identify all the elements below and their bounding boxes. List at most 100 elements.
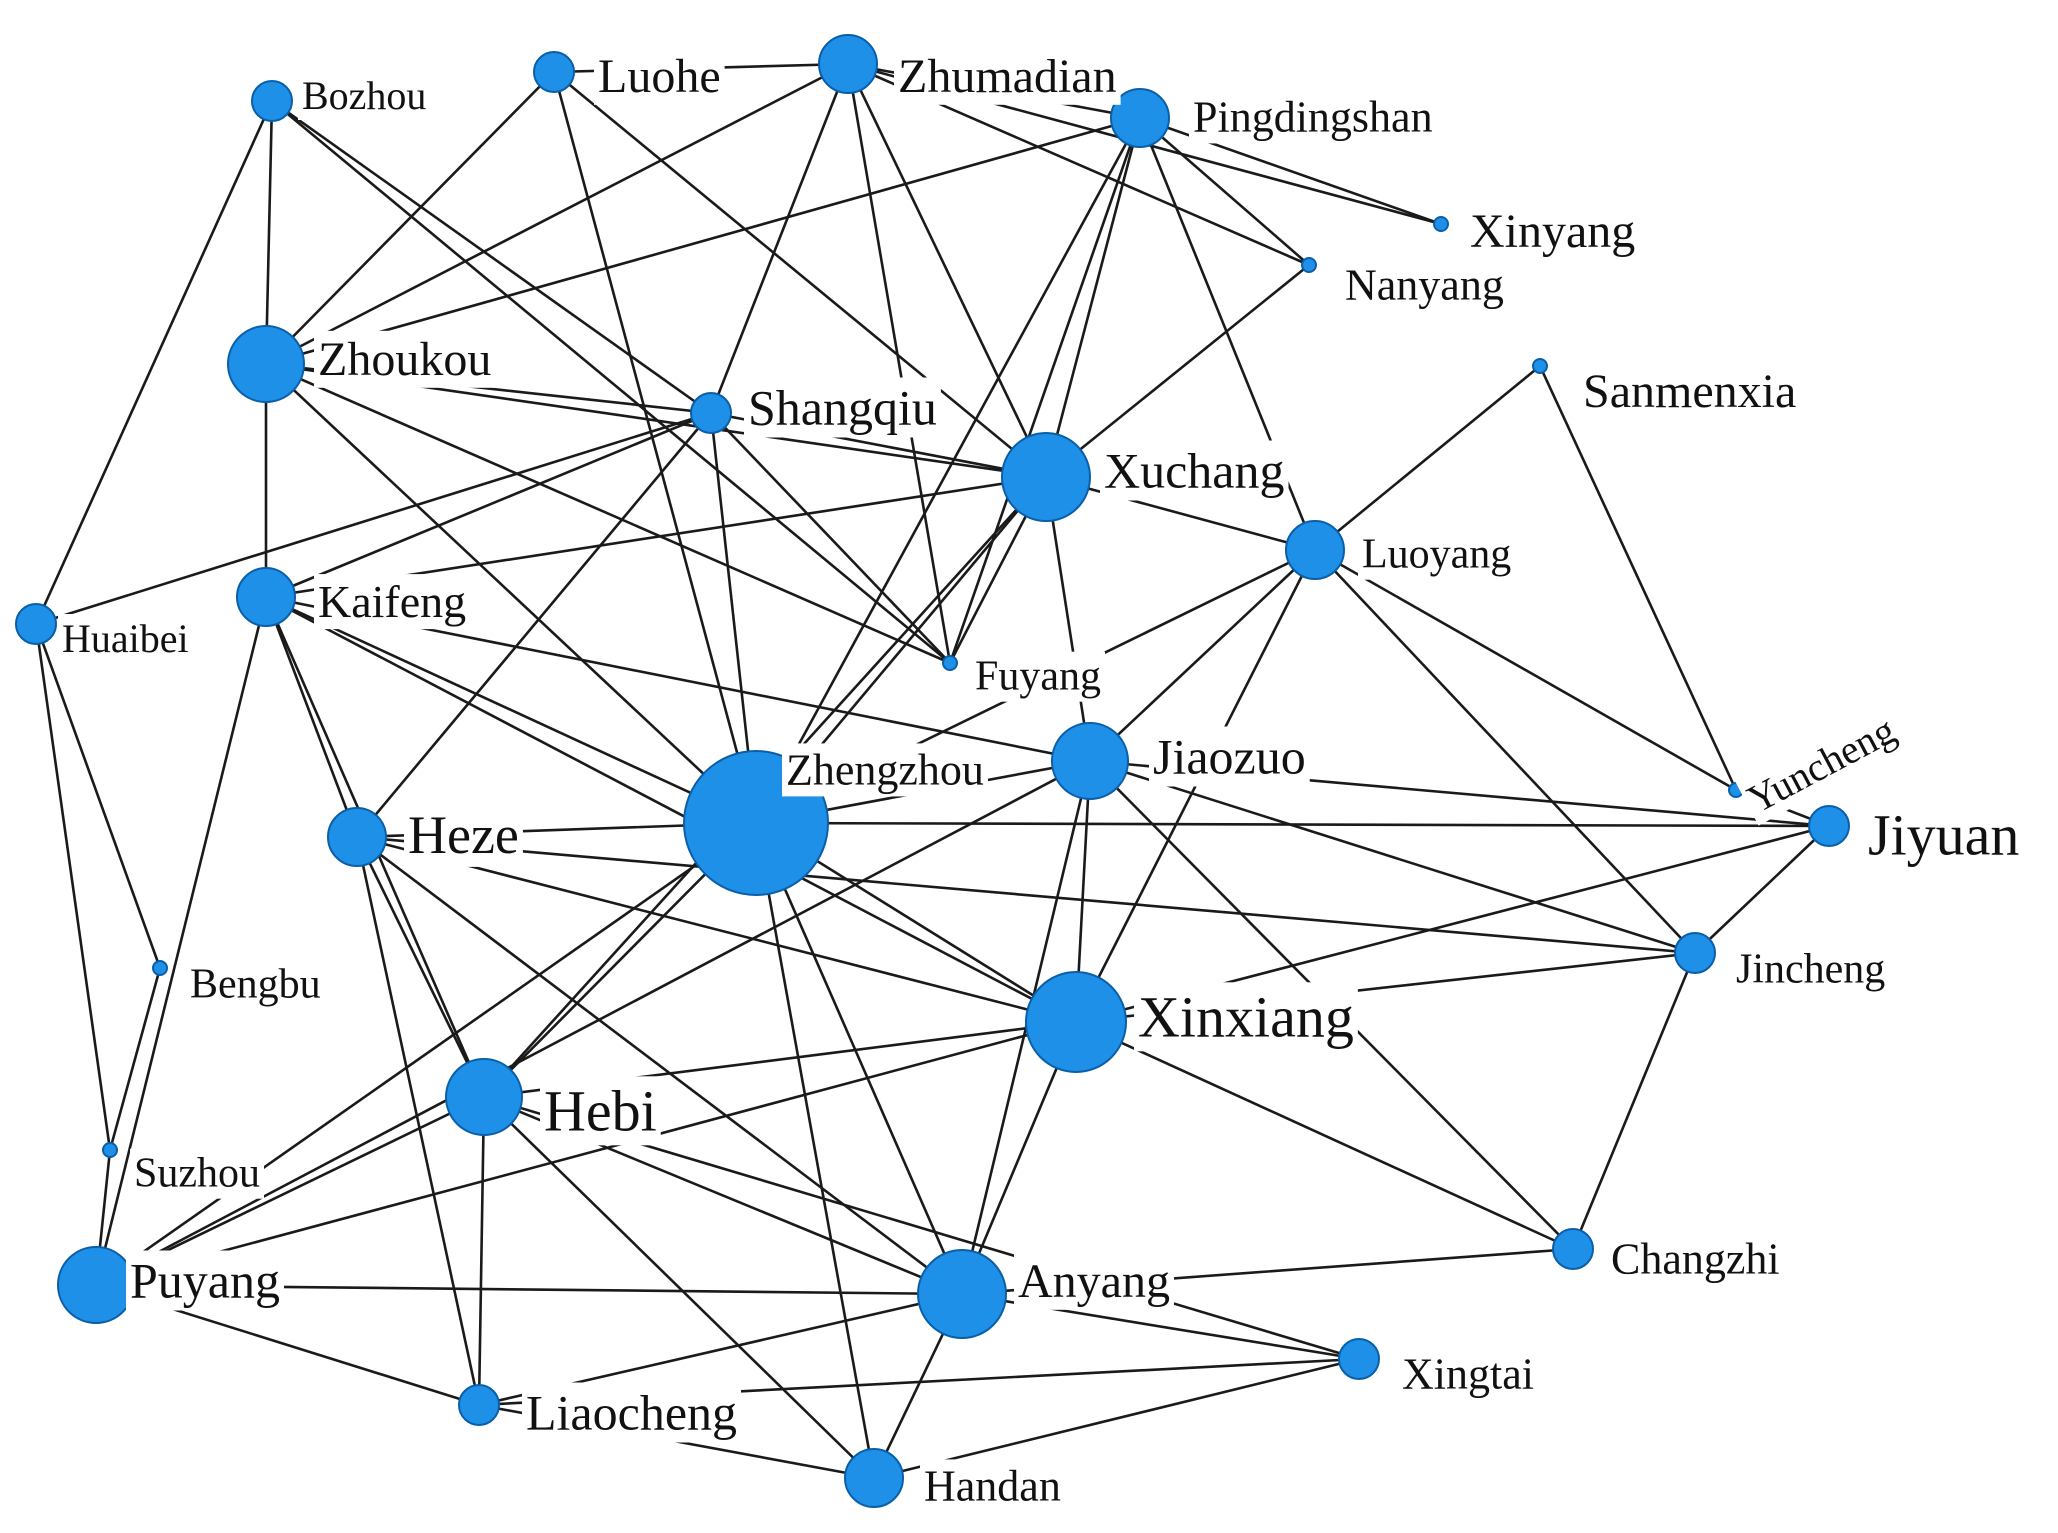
node-anyang <box>917 1249 1007 1339</box>
label-background <box>744 377 941 438</box>
label-background <box>540 1076 661 1146</box>
edge-zhoukou-zhengzhou <box>265 363 757 824</box>
label-background <box>1579 362 1801 420</box>
edge-kaifeng-heze <box>264 596 359 838</box>
node-fuyang <box>942 655 958 671</box>
node-jincheng <box>1674 932 1716 974</box>
node-nanyang <box>1301 257 1317 273</box>
node-xinyang <box>1433 216 1449 232</box>
label-heze: Heze <box>408 805 519 865</box>
edge-luohe-zhoukou <box>265 71 555 365</box>
node-xingtai <box>1338 1338 1380 1380</box>
label-background <box>1341 258 1508 312</box>
edge-shangqiu-fuyang <box>710 412 951 664</box>
label-background <box>522 1382 742 1443</box>
node-puyang <box>57 1246 135 1324</box>
node-huaibei <box>15 603 57 645</box>
edge-heze-liaocheng <box>355 836 481 1406</box>
edge-huaibei-bengbu <box>34 623 162 969</box>
label-background <box>1149 726 1310 787</box>
node-zhoukou <box>227 325 305 403</box>
label-xuchang: Xuchang <box>1104 443 1285 499</box>
edge-suzhou-bengbu <box>108 967 162 1151</box>
label-background <box>298 71 431 120</box>
label-zhumadian: Zhumadian <box>898 50 1117 103</box>
edge-xingtai-handan <box>873 1357 1360 1480</box>
edge-zhumadian-shangqiu <box>709 63 850 414</box>
label-jincheng: Jincheng <box>1736 947 1885 993</box>
label-bozhou: Bozhou <box>302 73 426 118</box>
edge-zhengzhou-handan <box>754 822 876 1479</box>
label-liaocheng: Liaocheng <box>526 1385 737 1441</box>
label-hebi: Hebi <box>544 1078 657 1143</box>
edge-hebi-handan <box>483 1096 875 1479</box>
label-nanyang: Nanyang <box>1345 260 1504 309</box>
node-bozhou <box>251 80 293 122</box>
edge-pingdingshan-fuyang <box>948 117 1142 664</box>
label-shangqiu: Shangqiu <box>748 380 937 436</box>
label-background <box>130 1148 264 1199</box>
label-xingtai: Xingtai <box>1402 1349 1534 1398</box>
node-changzhi <box>1552 1228 1594 1270</box>
edge-zhumadian-xuchang <box>846 63 1048 478</box>
label-background <box>314 330 496 388</box>
label-background <box>58 614 193 663</box>
label-handan: Handan <box>924 1461 1061 1510</box>
edge-bozhou-shangqiu <box>271 99 712 415</box>
edge-bozhou-fuyang <box>271 99 951 665</box>
edge-pingdingshan-zhoukou <box>265 116 1141 366</box>
edge-heze-jincheng <box>356 835 1696 955</box>
node-shangqiu <box>690 392 732 434</box>
label-luohe: Luohe <box>598 50 721 103</box>
label-background <box>1735 703 1907 826</box>
edge-zhumadian-zhoukou <box>265 62 849 366</box>
edge-kaifeng-zhengzhou <box>265 595 757 825</box>
node-luoyang <box>1285 520 1345 580</box>
label-background <box>1358 529 1516 580</box>
edge-xuchang-luoyang <box>1045 475 1316 552</box>
edge-xuchang-jiaozuo <box>1044 476 1092 762</box>
label-background <box>404 802 523 867</box>
node-liaocheng <box>458 1384 500 1426</box>
label-luoyang: Luoyang <box>1362 532 1511 578</box>
edge-shangqiu-kaifeng <box>265 411 712 599</box>
node-heze <box>327 807 387 867</box>
label-background <box>1398 1347 1538 1401</box>
label-background <box>1864 800 2024 870</box>
label-kaifeng: Kaifeng <box>318 576 466 627</box>
edge-sanmenxia-yuncheng <box>1538 365 1738 791</box>
edge-zhengzhou-puyang <box>95 821 757 1287</box>
edge-bozhou-zhoukou <box>264 100 274 365</box>
label-xinxiang: Xinxiang <box>1138 984 1354 1049</box>
edge-luoyang-yuncheng <box>1314 548 1737 792</box>
node-jiyuan <box>1808 805 1850 847</box>
edge-luohe-zhengzhou <box>552 71 758 824</box>
node-xuchang <box>1001 432 1091 522</box>
label-jiyuan: Jiyuan <box>1868 802 2019 867</box>
node-hebi <box>445 1058 523 1136</box>
label-changzhi: Changzhi <box>1611 1234 1780 1283</box>
node-suzhou <box>102 1142 118 1158</box>
node-kaifeng <box>236 567 296 627</box>
node-sanmenxia <box>1532 358 1548 374</box>
label-background <box>894 47 1121 105</box>
edge-shangqiu-huaibei <box>35 411 712 626</box>
label-anyang: Anyang <box>1018 1255 1170 1308</box>
edge-luoyang-jiaozuo <box>1089 549 1316 762</box>
label-background <box>1134 982 1358 1052</box>
label-background <box>1466 202 1640 260</box>
edge-heze-hebi <box>355 836 486 1098</box>
edge-heze-xinxiang <box>356 835 1077 1024</box>
node-pingdingshan <box>1110 88 1170 148</box>
label-background <box>1607 1232 1784 1286</box>
edge-pingdingshan-zhengzhou <box>754 117 1142 824</box>
edge-luoyang-jincheng <box>1314 549 1696 954</box>
edge-nanyang-xuchang <box>1045 263 1310 479</box>
label-huaibei: Huaibei <box>62 616 189 661</box>
edge-luohe-xuchang <box>553 70 1047 479</box>
label-xinyang: Xinyang <box>1470 205 1635 258</box>
edge-pingdingshan-xuchang <box>1044 117 1142 478</box>
